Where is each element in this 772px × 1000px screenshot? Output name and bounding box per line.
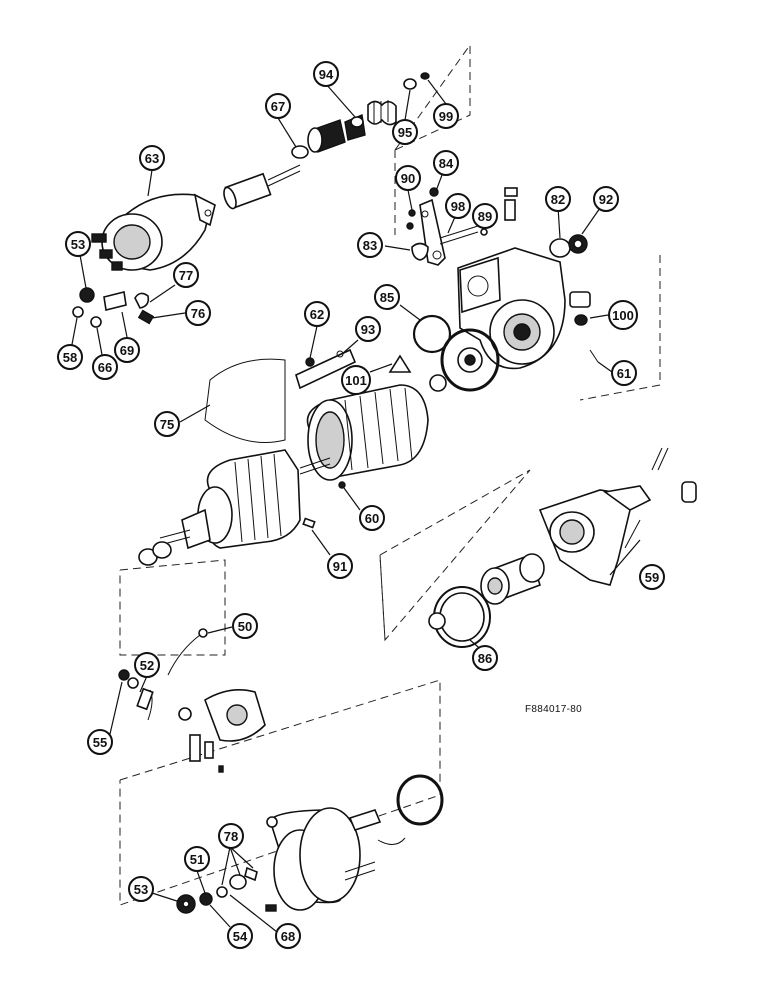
svg-text:100: 100 (612, 308, 634, 323)
callout-66: 66 (92, 354, 118, 380)
callout-61: 61 (611, 360, 637, 386)
svg-text:62: 62 (310, 307, 324, 322)
svg-text:90: 90 (401, 171, 415, 186)
svg-text:66: 66 (98, 360, 112, 375)
svg-text:60: 60 (365, 511, 379, 526)
svg-text:63: 63 (145, 151, 159, 166)
drive-pinion-assembly (428, 553, 545, 648)
callout-77: 77 (173, 262, 199, 288)
callout-68: 68 (275, 923, 301, 949)
svg-text:92: 92 (599, 192, 613, 207)
callout-51: 51 (184, 846, 210, 872)
svg-text:93: 93 (361, 322, 375, 337)
svg-text:52: 52 (140, 658, 154, 673)
callout-94: 94 (313, 61, 339, 87)
svg-text:86: 86 (478, 651, 492, 666)
callout-92: 92 (593, 186, 619, 212)
assembly-guide-lines (119, 43, 661, 906)
svg-text:84: 84 (439, 156, 454, 171)
callout-69: 69 (114, 337, 140, 363)
callout-78: 78 (218, 823, 244, 849)
svg-text:67: 67 (271, 99, 285, 114)
svg-text:82: 82 (551, 192, 565, 207)
svg-text:68: 68 (281, 929, 295, 944)
svg-text:58: 58 (63, 350, 77, 365)
terminal-hardware (72, 287, 155, 328)
svg-text:89: 89 (478, 209, 492, 224)
insulating-sleeve (204, 358, 286, 443)
svg-text:59: 59 (645, 570, 659, 585)
callout-balloons: 94 67 95 99 63 84 90 98 89 82 92 83 53 7… (57, 61, 665, 949)
shift-lever-assembly (406, 187, 488, 266)
callout-54: 54 (227, 923, 253, 949)
callout-52: 52 (134, 652, 160, 678)
svg-text:91: 91 (333, 559, 347, 574)
svg-text:50: 50 (238, 619, 252, 634)
svg-text:76: 76 (191, 306, 205, 321)
svg-text:101: 101 (345, 373, 367, 388)
svg-text:61: 61 (617, 366, 631, 381)
svg-text:54: 54 (233, 929, 248, 944)
callout-99: 99 (433, 103, 459, 129)
callout-90: 90 (395, 165, 421, 191)
brush-strip (295, 348, 412, 390)
svg-text:69: 69 (120, 343, 134, 358)
callout-82: 82 (545, 186, 571, 212)
callout-59: 59 (639, 564, 665, 590)
callout-55: 55 (87, 729, 113, 755)
callout-53-top: 53 (65, 231, 91, 257)
callout-76: 76 (185, 300, 211, 326)
svg-text:53: 53 (71, 237, 85, 252)
callout-91: 91 (327, 553, 353, 579)
callout-75: 75 (154, 411, 180, 437)
callout-89: 89 (472, 203, 498, 229)
callout-50: 50 (232, 613, 258, 639)
svg-text:85: 85 (380, 290, 394, 305)
svg-text:78: 78 (224, 829, 238, 844)
callout-63: 63 (139, 145, 165, 171)
svg-text:51: 51 (190, 852, 204, 867)
drive-end-housing (538, 447, 697, 586)
callout-58: 58 (57, 344, 83, 370)
drawing-reference-code: F884017-80 (525, 704, 582, 715)
svg-text:83: 83 (363, 238, 377, 253)
brush-plate-assembly (118, 628, 266, 773)
commutator-end-frame (176, 774, 444, 914)
callout-62: 62 (304, 301, 330, 327)
callout-67: 67 (265, 93, 291, 119)
callout-86: 86 (472, 645, 498, 671)
callout-98: 98 (445, 193, 471, 219)
housing-seals (412, 314, 500, 392)
plunger-assembly (223, 72, 430, 210)
svg-text:94: 94 (319, 67, 334, 82)
svg-text:99: 99 (439, 109, 453, 124)
callout-95: 95 (392, 119, 418, 145)
field-coil-frame (306, 384, 429, 489)
svg-text:75: 75 (160, 417, 174, 432)
svg-text:55: 55 (93, 735, 107, 750)
callout-60: 60 (359, 505, 385, 531)
solenoid-assembly (91, 193, 216, 271)
callout-83: 83 (357, 232, 383, 258)
svg-text:95: 95 (398, 125, 412, 140)
callout-101: 101 (341, 365, 371, 395)
callout-53-bottom: 53 (128, 876, 154, 902)
svg-text:53: 53 (134, 882, 148, 897)
callout-85: 85 (374, 284, 400, 310)
svg-text:77: 77 (179, 268, 193, 283)
callout-93: 93 (355, 316, 381, 342)
callout-84: 84 (433, 150, 459, 176)
svg-text:98: 98 (451, 199, 465, 214)
callout-100: 100 (608, 300, 638, 330)
armature (138, 449, 331, 566)
drive-housing (457, 187, 599, 370)
